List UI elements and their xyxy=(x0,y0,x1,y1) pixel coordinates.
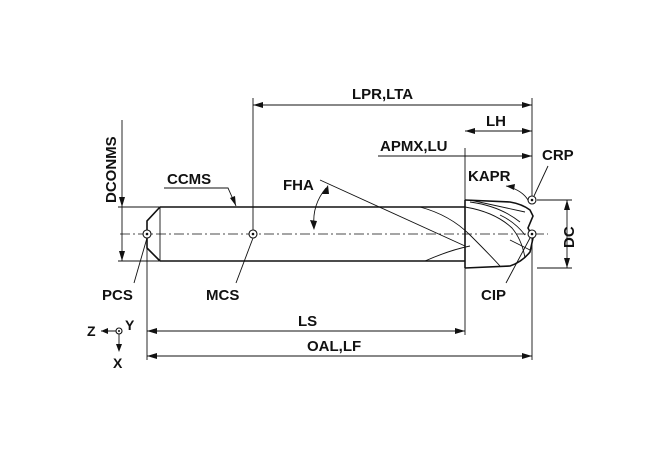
axis-triad: Z Y X xyxy=(87,317,135,371)
axis-y-label: Y xyxy=(125,317,135,333)
crp-point xyxy=(527,195,537,205)
extension-lines xyxy=(118,98,572,360)
axis-x-label: X xyxy=(113,355,123,371)
ls-label: LS xyxy=(298,313,317,330)
pcs-label: PCS xyxy=(102,287,133,304)
dim-ls: LS xyxy=(147,313,465,334)
pcs-callout: PCS xyxy=(102,237,148,304)
ccms-label: CCMS xyxy=(167,171,211,188)
kapr-label: KAPR xyxy=(468,168,511,185)
dim-dc: DC xyxy=(561,200,578,268)
axis-z-label: Z xyxy=(87,323,96,339)
dconms-label: DCONMS xyxy=(103,136,120,203)
lh-label: LH xyxy=(486,113,506,130)
dim-dconms: DCONMS xyxy=(103,120,125,261)
kapr-angle: KAPR xyxy=(468,168,529,213)
dim-apmx-lu: APMX,LU xyxy=(378,138,532,159)
fha-label: FHA xyxy=(283,177,314,194)
dim-oal-lf: OAL,LF xyxy=(147,338,532,359)
cip-label: CIP xyxy=(481,287,506,304)
crp-label: CRP xyxy=(542,147,574,164)
fha-angle: FHA xyxy=(283,177,466,247)
lpr-lta-label: LPR,LTA xyxy=(352,86,413,103)
mcs-callout: MCS xyxy=(206,237,254,304)
dim-lpr-lta: LPR,LTA xyxy=(253,86,532,108)
dc-label: DC xyxy=(561,226,578,248)
dim-lh: LH xyxy=(465,113,532,134)
apmx-lu-label: APMX,LU xyxy=(380,138,448,155)
cip-point xyxy=(527,229,537,239)
mcs-label: MCS xyxy=(206,287,239,304)
oal-lf-label: OAL,LF xyxy=(307,338,361,355)
pcs-point xyxy=(142,229,152,239)
mcs-point xyxy=(248,229,258,239)
cip-callout: CIP xyxy=(481,237,531,304)
crp-callout: CRP xyxy=(533,147,574,197)
ccms-callout: CCMS xyxy=(164,171,237,207)
